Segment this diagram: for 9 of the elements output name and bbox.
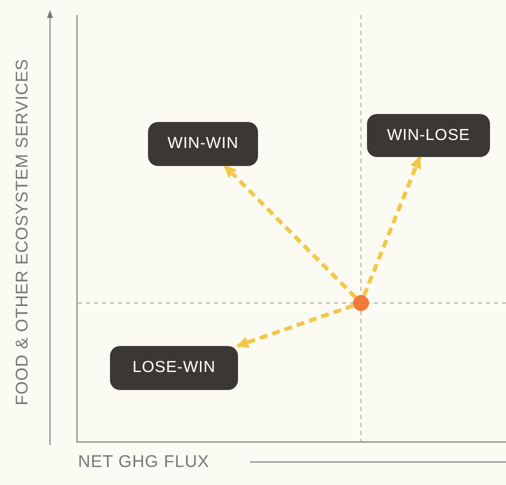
outcome-box: LOSE-WIN (110, 346, 238, 390)
y-axis-title: FOOD & OTHER ECOSYSTEM SERVICES (12, 58, 32, 406)
dashed-arrow (362, 156, 422, 296)
origin-dot (353, 295, 369, 311)
dashed-arrow (223, 164, 357, 299)
x-axis-title: NET GHG FLUX (78, 452, 210, 472)
outcome-box: WIN-WIN (148, 122, 258, 166)
dashed-arrow (236, 304, 354, 348)
outcome-box: WIN-LOSE (367, 114, 490, 157)
